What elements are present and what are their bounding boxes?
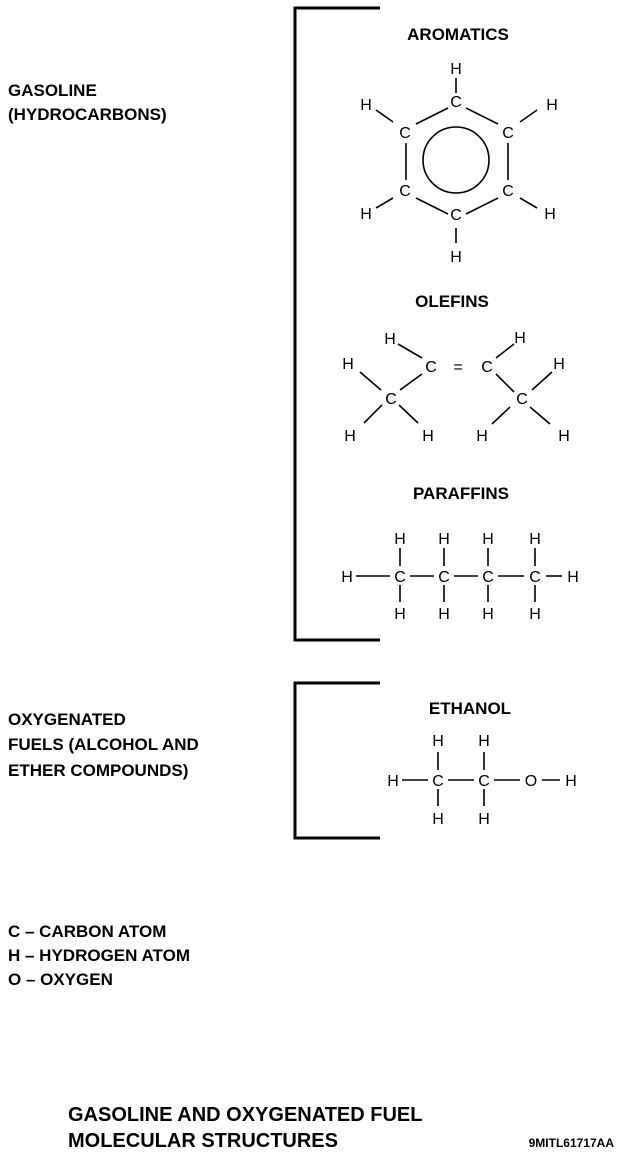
carbon-atom: C xyxy=(399,183,411,200)
aromatics-title: AROMATICS xyxy=(407,25,509,44)
paraffin-structure: H C C C C H H H H H H H H H xyxy=(341,531,579,623)
benzene-structure: C C C C C C H H H H H H xyxy=(360,61,558,266)
atom-legend: C – CARBON ATOM H – HYDROGEN ATOM O – OX… xyxy=(8,922,190,989)
carbon-atom: C xyxy=(399,125,411,142)
hydrogen-atom: H xyxy=(476,428,488,445)
hydrogen-atom: H xyxy=(422,428,434,445)
oxygen-atom: O xyxy=(525,773,537,790)
legend-hydrogen: H – HYDROGEN ATOM xyxy=(8,946,190,965)
carbon-atom: C xyxy=(482,569,494,586)
hydrogen-atom: H xyxy=(394,606,406,623)
bond xyxy=(519,197,538,209)
hydrogen-atom: H xyxy=(438,606,450,623)
paraffins-title: PARAFFINS xyxy=(413,484,509,503)
bond xyxy=(495,343,515,359)
olefin-structure: C = C C C H H H H H H H H xyxy=(342,330,570,445)
hydrogen-atom: H xyxy=(344,428,356,445)
hydrogen-atom: H xyxy=(546,97,558,114)
bond xyxy=(399,373,423,391)
legend-carbon: C – CARBON ATOM xyxy=(8,922,166,941)
double-bond: = xyxy=(453,359,462,376)
bond xyxy=(375,197,394,209)
hydrogen-atom: H xyxy=(432,733,444,750)
gasoline-bracket xyxy=(293,6,380,642)
carbon-atom: C xyxy=(450,94,462,111)
carbon-atom: C xyxy=(425,359,437,376)
aromatic-ring xyxy=(422,126,490,194)
hydrogen-atom: H xyxy=(432,811,444,828)
bond xyxy=(415,197,449,215)
hydrogen-atom: H xyxy=(482,606,494,623)
ether-compounds-label: ETHER COMPOUNDS) xyxy=(8,761,188,780)
hydrogen-atom: H xyxy=(553,356,565,373)
hydrogen-atom: H xyxy=(450,249,462,266)
hydrogen-atom: H xyxy=(438,531,450,548)
bond xyxy=(415,107,449,125)
hydrogen-atom: H xyxy=(567,569,579,586)
hydrogen-atom: H xyxy=(544,206,556,223)
hydrogen-atom: H xyxy=(341,569,353,586)
hydrocarbons-label: (HYDROCARBONS) xyxy=(8,105,167,124)
bond xyxy=(491,406,511,425)
gasoline-label: GASOLINE xyxy=(8,81,97,100)
bond xyxy=(465,197,499,215)
hydrogen-atom: H xyxy=(529,606,541,623)
bond xyxy=(363,404,383,424)
figure-code: 9MITL61717AA xyxy=(529,1136,615,1150)
bond xyxy=(529,406,551,425)
carbon-atom: C xyxy=(438,569,450,586)
carbon-atom: C xyxy=(450,207,462,224)
carbon-atom: C xyxy=(502,125,514,142)
carbon-atom: C xyxy=(385,391,397,408)
hydrogen-atom: H xyxy=(558,428,570,445)
hydrogen-atom: H xyxy=(514,330,526,347)
bond xyxy=(359,371,382,391)
hydrogen-atom: H xyxy=(387,773,399,790)
ethanol-structure: H C C O H H H H H xyxy=(387,733,577,828)
bond xyxy=(375,109,394,123)
hydrogen-atom: H xyxy=(478,733,490,750)
hydrogen-atom: H xyxy=(360,206,372,223)
olefins-title: OLEFINS xyxy=(415,292,489,311)
bond xyxy=(465,107,499,125)
hydrogen-atom: H xyxy=(529,531,541,548)
oxygenated-label: OXYGENATED xyxy=(8,710,126,729)
hydrogen-atom: H xyxy=(482,531,494,548)
bond xyxy=(495,373,515,393)
bond xyxy=(519,109,538,123)
hydrogen-atom: H xyxy=(565,773,577,790)
bond xyxy=(531,371,553,391)
hydrogen-atom: H xyxy=(394,531,406,548)
legend-oxygen: O – OXYGEN xyxy=(8,970,113,989)
carbon-atom: C xyxy=(432,773,444,790)
oxygenated-bracket xyxy=(293,681,380,840)
carbon-atom: C xyxy=(481,359,493,376)
hydrogen-atom: H xyxy=(384,331,396,348)
ethanol-title: ETHANOL xyxy=(429,699,511,718)
bond xyxy=(397,343,423,359)
figure-caption-line1: GASOLINE AND OXYGENATED FUEL xyxy=(68,1104,422,1126)
bond xyxy=(398,404,419,424)
carbon-atom: C xyxy=(516,391,528,408)
carbon-atom: C xyxy=(502,183,514,200)
hydrogen-atom: H xyxy=(360,97,372,114)
figure-caption-line2: MOLECULAR STRUCTURES xyxy=(68,1130,338,1152)
carbon-atom: C xyxy=(394,569,406,586)
carbon-atom: C xyxy=(478,773,490,790)
hydrogen-atom: H xyxy=(342,356,354,373)
hydrogen-atom: H xyxy=(478,811,490,828)
carbon-atom: C xyxy=(529,569,541,586)
fuels-alcohol-label: FUELS (ALCOHOL AND xyxy=(8,735,199,754)
hydrogen-atom: H xyxy=(450,61,462,78)
